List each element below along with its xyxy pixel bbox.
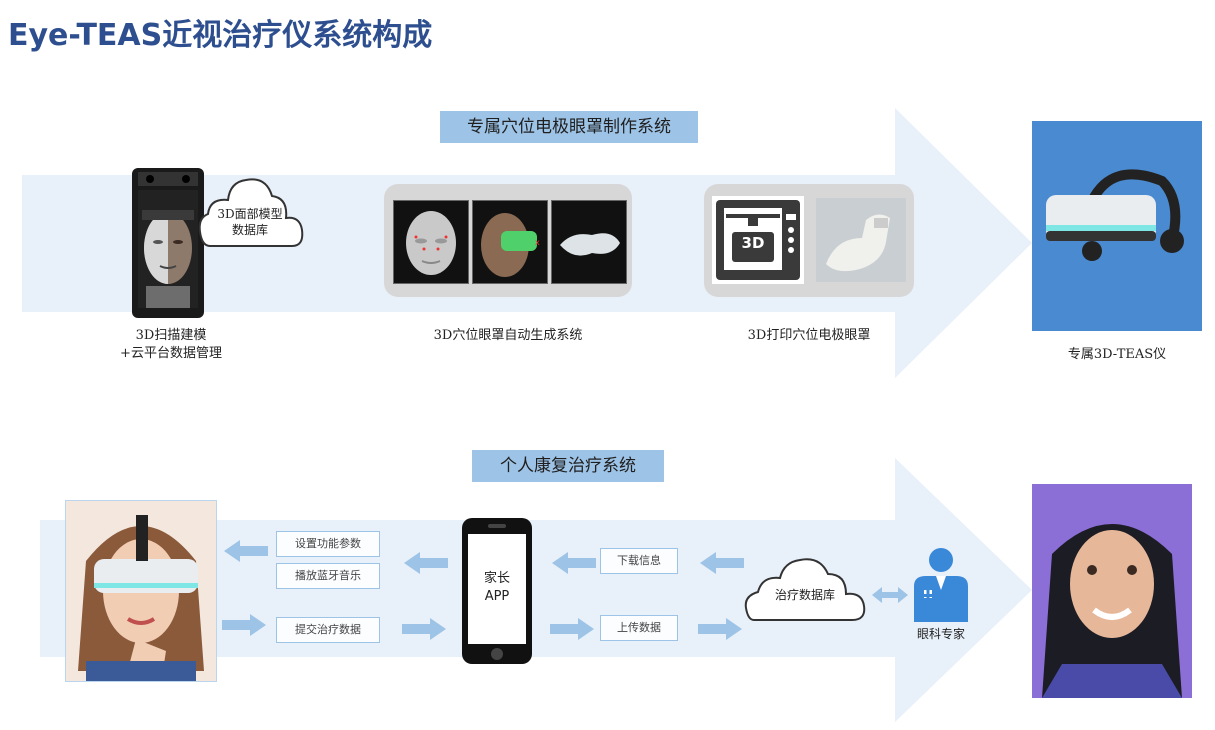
printed-mask-tile (816, 198, 906, 282)
msg-set-parameters: 设置功能参数 (276, 531, 380, 557)
page-title: Eye-TEAS近视治疗仪系统构成 (8, 18, 433, 53)
arrow-left-2 (404, 552, 448, 574)
parent-app-label: 家长 APP (483, 571, 510, 604)
parent-phone: 家长 APP (462, 518, 532, 664)
msg-upload-data: 上传数据 (600, 615, 678, 641)
head-model-icon (406, 211, 456, 275)
printer-label: 3D (741, 234, 765, 252)
device-caption: 专属3D-TEAS仪 (1067, 347, 1167, 362)
scan-tablet (132, 168, 204, 318)
3d-printer-icon (716, 200, 800, 280)
arrow-left-4 (700, 552, 744, 574)
scan-screen (138, 190, 198, 308)
arrow-right-1 (222, 614, 266, 636)
treatment-cloud-label: 治疗数据库 (774, 588, 835, 602)
mask-fitting-tile: x (472, 200, 548, 284)
eye-doctor-icon (914, 548, 968, 622)
phone-speaker (488, 524, 506, 528)
bottom-band-title: 个人康复治疗系统 (472, 450, 664, 482)
mask-model-tile (551, 200, 627, 284)
face-scan-icon (142, 210, 194, 308)
mask-fitting-icon: x (481, 213, 540, 277)
face-model-cloud-label: 3D面部模型 数据库 (217, 207, 283, 237)
arrow-right-3 (550, 618, 594, 640)
happy-child-photo (1032, 484, 1192, 698)
bidirectional-arrow (872, 587, 908, 603)
phone-home-button (491, 648, 503, 660)
arrow-left-3 (552, 552, 596, 574)
msg-play-music: 播放蓝牙音乐 (276, 563, 380, 589)
scan-camera-bar (138, 172, 198, 186)
step-generate-caption: 3D穴位眼罩自动生成系统 (433, 328, 583, 343)
child-wearing-device-photo (65, 500, 217, 682)
printer-tile: 3D (712, 196, 804, 284)
step-print-caption: 3D打印穴位电极眼罩 (747, 328, 871, 343)
step-scan-caption: 3D扫描建模 +云平台数据管理 (120, 328, 222, 361)
face-model-cloud-icon (198, 178, 304, 247)
child-headset-illustration (66, 501, 216, 681)
arrow-right-2 (402, 618, 446, 640)
msg-download-info: 下载信息 (600, 548, 678, 574)
teas-headset-icon (1046, 169, 1184, 261)
happy-child-illustration (1032, 484, 1192, 698)
teas-device-photo (1032, 121, 1202, 331)
top-band-title: 专属穴位电极眼罩制作系统 (440, 111, 698, 143)
mask-shape-icon (560, 233, 620, 256)
arrow-right-4 (698, 618, 742, 640)
arrow-left-1 (224, 540, 268, 562)
head-model-tile (393, 200, 469, 284)
generation-panel: x (384, 184, 632, 297)
treatment-cloud-icon (744, 558, 866, 621)
msg-submit-data: 提交治疗数据 (276, 617, 380, 643)
phone-screen (468, 534, 526, 644)
bottom-flow-arrow (40, 458, 1032, 722)
printed-mask-icon (826, 214, 890, 272)
printing-panel: 3D (704, 184, 914, 297)
eye-doctor-label: 眼科专家 (916, 627, 965, 641)
svg-text:x: x (535, 238, 540, 247)
